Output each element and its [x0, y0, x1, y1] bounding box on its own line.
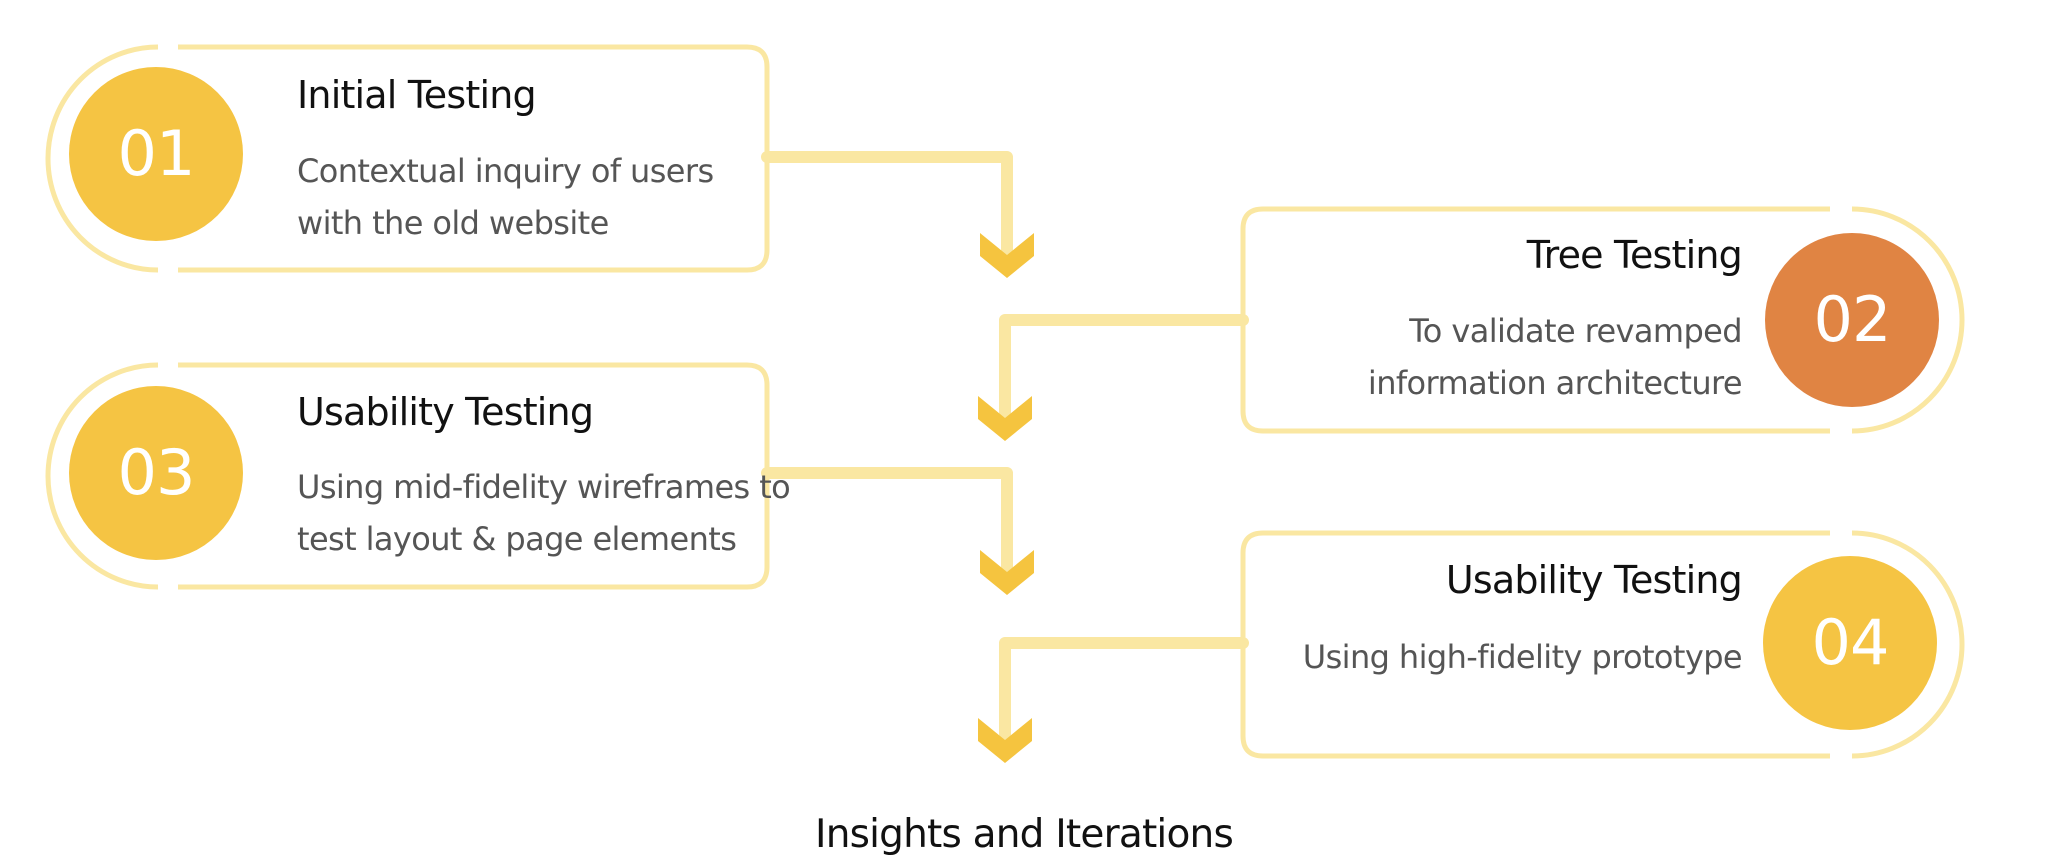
step-description: To validate revamped information archite…: [1367, 305, 1743, 409]
step-number: 03: [117, 436, 196, 509]
connector-line: [999, 637, 1249, 741]
description-line: information architecture: [1367, 364, 1743, 402]
step-number: 04: [1811, 606, 1890, 679]
connector-line: [761, 467, 1013, 573]
step-card-04: [1240, 530, 1965, 759]
circle-ring-arc: [1851, 206, 1965, 434]
circle-ring-arc: [45, 44, 159, 273]
step-number-circle: [69, 67, 243, 241]
arrowheads: [978, 233, 1034, 763]
circle-ring-arc: [1851, 530, 1965, 759]
step-title: Tree Testing: [1526, 233, 1743, 277]
description-line: with the old website: [297, 204, 609, 242]
connector-line: [761, 151, 1013, 256]
circle-ring-arc: [45, 362, 159, 590]
description-line: Contextual inquiry of users: [297, 152, 714, 190]
arrow-down-icon: [978, 396, 1032, 441]
connectors: [761, 151, 1249, 741]
description-line: Using high-fidelity prototype: [1302, 638, 1743, 676]
connector-line: [999, 314, 1249, 419]
arrow-down-icon: [980, 233, 1034, 278]
outcome-label: Insights and Iterations: [815, 812, 1234, 857]
step-number: 01: [117, 117, 196, 190]
step-number-circle: [1763, 556, 1937, 730]
step-number-circle: [69, 386, 243, 560]
arrow-down-icon: [978, 718, 1032, 763]
description-line: To validate revamped: [1409, 312, 1742, 350]
step-description: Using high-fidelity prototype: [1302, 631, 1743, 683]
description-line: test layout & page elements: [297, 520, 737, 558]
step-title: Initial Testing: [297, 73, 537, 117]
step-title: Usability Testing: [297, 390, 594, 434]
step-number: 02: [1813, 283, 1892, 356]
step-number-circle: [1765, 233, 1939, 407]
description-line: Using mid-fidelity wireframes to: [297, 468, 791, 506]
step-description: Using mid-fidelity wireframes to test la…: [297, 461, 791, 565]
step-description: Contextual inquiry of users with the old…: [297, 145, 714, 249]
step-title: Usability Testing: [1445, 558, 1743, 602]
arrow-down-icon: [980, 550, 1034, 595]
